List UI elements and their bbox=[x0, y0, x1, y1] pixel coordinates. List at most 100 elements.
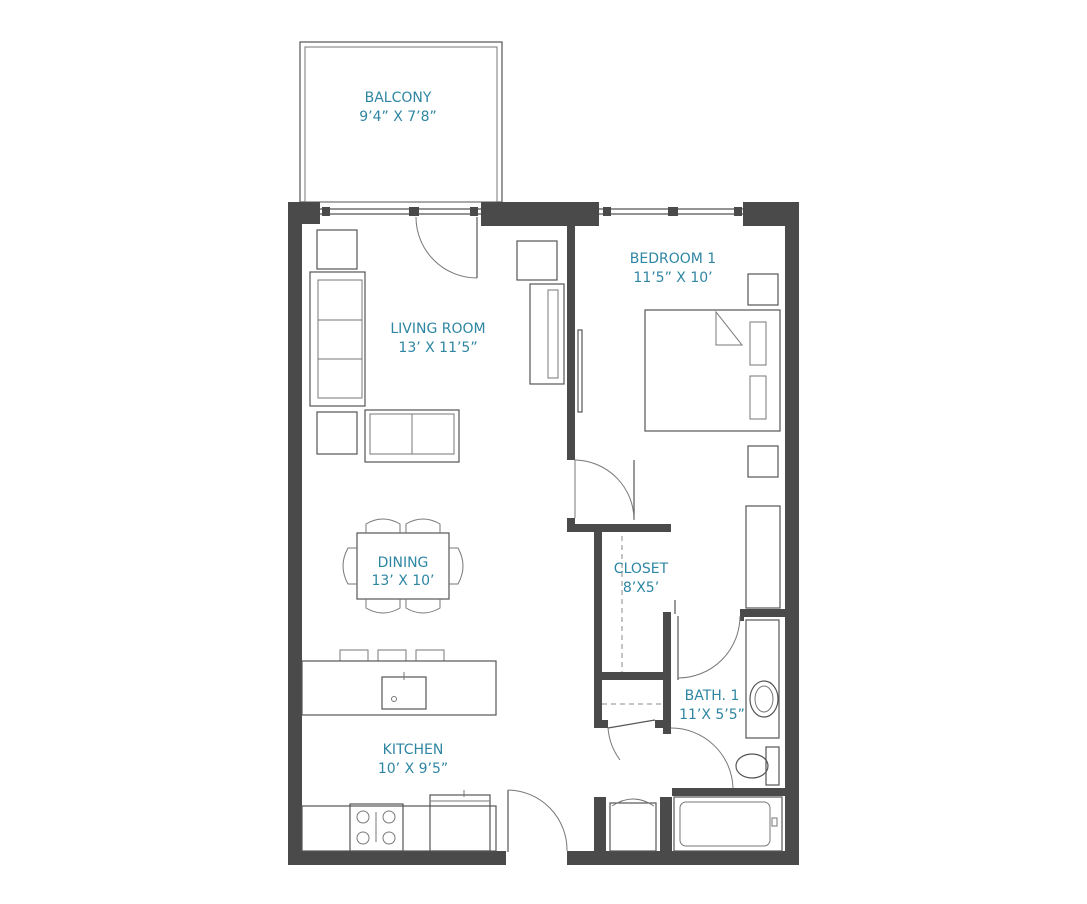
bed-sheet-fold bbox=[715, 310, 744, 346]
bedroom-door-swing bbox=[574, 459, 635, 521]
bath-name: BATH. 1 bbox=[685, 688, 740, 704]
window-mullion bbox=[470, 207, 478, 216]
nightstand bbox=[747, 273, 779, 306]
wall-linen-stub bbox=[594, 720, 608, 728]
window-mullion bbox=[409, 207, 419, 216]
linen-door-leaf bbox=[607, 719, 656, 729]
kitchen-island bbox=[301, 660, 497, 716]
sink-drain bbox=[391, 696, 397, 702]
loveseat bbox=[364, 409, 460, 463]
wall-linen-stub bbox=[655, 720, 671, 728]
wall-right bbox=[785, 202, 799, 865]
dining-furniture bbox=[342, 518, 464, 614]
chair bbox=[365, 518, 401, 533]
pillow bbox=[749, 321, 767, 366]
window-mullion bbox=[668, 207, 678, 216]
burner bbox=[382, 810, 396, 824]
exterior-walls bbox=[288, 202, 799, 865]
dining-name: DINING bbox=[378, 555, 429, 571]
closet-size: 8’X5’ bbox=[623, 580, 659, 596]
wall-left bbox=[288, 202, 302, 865]
bath-size: 11’X 5’5” bbox=[679, 707, 745, 723]
window-mullion bbox=[734, 207, 742, 216]
doors bbox=[415, 216, 741, 852]
wall-closet-top-right bbox=[663, 524, 671, 530]
bar-stool bbox=[339, 649, 369, 662]
balcony bbox=[299, 41, 503, 203]
side-table bbox=[316, 229, 358, 270]
interior-walls bbox=[567, 226, 785, 857]
living-room-furniture bbox=[309, 229, 565, 463]
wall-top-middle bbox=[481, 202, 599, 226]
bedroom-size: 11’5” X 10’ bbox=[633, 270, 712, 286]
toilet-tank bbox=[765, 746, 780, 786]
bath-door-swing bbox=[677, 615, 741, 679]
wall-wh-right bbox=[660, 797, 672, 857]
bathtub bbox=[673, 796, 783, 852]
window-mullion bbox=[322, 207, 330, 216]
wall-bottom-right bbox=[567, 851, 799, 865]
bar-stool bbox=[415, 649, 445, 662]
wall-wh-left bbox=[594, 797, 606, 857]
sofa-seat bbox=[317, 279, 363, 399]
wall-bottom-left bbox=[288, 851, 506, 865]
dresser bbox=[745, 505, 781, 609]
kitchen-fixtures bbox=[301, 649, 497, 852]
bar-stool bbox=[377, 649, 407, 662]
windows bbox=[320, 207, 743, 216]
closet-name: CLOSET bbox=[614, 561, 669, 577]
chair bbox=[449, 547, 464, 585]
toilet-bowl bbox=[735, 753, 769, 779]
wall-closet-top bbox=[567, 524, 671, 532]
balcony-railing-inner bbox=[304, 46, 498, 203]
kitchen-counter bbox=[301, 805, 497, 852]
dining-size: 13’ X 10’ bbox=[371, 573, 434, 589]
side-table bbox=[316, 411, 358, 455]
wall-living-bedroom bbox=[567, 226, 575, 460]
sink bbox=[381, 676, 427, 710]
bath-entry-swing bbox=[670, 727, 734, 789]
water-heater bbox=[609, 802, 657, 852]
bath-fixtures bbox=[609, 619, 783, 852]
burner bbox=[382, 831, 396, 845]
dining-table bbox=[356, 532, 450, 600]
pillow bbox=[749, 375, 767, 420]
wall-closet-left bbox=[594, 532, 602, 728]
stove bbox=[349, 803, 404, 852]
wall-tub-top bbox=[672, 788, 785, 796]
kitchen-size: 10’ X 9’5” bbox=[378, 761, 448, 777]
chair bbox=[365, 599, 401, 614]
bedroom-wall-panel bbox=[577, 329, 583, 413]
wall-bath-stub bbox=[740, 609, 744, 621]
kitchen-name: KITCHEN bbox=[383, 742, 444, 758]
balcony-name: BALCONY bbox=[365, 90, 432, 106]
living-room-size: 13’ X 11’5” bbox=[398, 340, 477, 356]
side-table bbox=[516, 240, 558, 281]
room-labels: BALCONY 9’4” X 7’8” LIVING ROOM 13’ X 11… bbox=[359, 90, 745, 777]
balcony-door-swing bbox=[415, 216, 478, 279]
wall-bath-top bbox=[740, 609, 785, 617]
bedroom-furniture bbox=[644, 273, 781, 609]
living-room-name: LIVING ROOM bbox=[390, 321, 485, 337]
chair bbox=[342, 547, 357, 585]
bathtub-basin bbox=[679, 801, 771, 847]
vanity-sink bbox=[749, 680, 779, 718]
water-heater-lid bbox=[611, 798, 655, 807]
burner bbox=[356, 810, 370, 824]
entry-door-swing bbox=[507, 789, 568, 852]
bedroom-name: BEDROOM 1 bbox=[630, 251, 716, 267]
nightstand bbox=[747, 445, 779, 478]
chair bbox=[405, 599, 441, 614]
refrigerator bbox=[429, 794, 491, 852]
burner bbox=[356, 831, 370, 845]
balcony-size: 9’4” X 7’8” bbox=[359, 109, 437, 125]
window-mullion bbox=[603, 207, 611, 216]
wall-closet-bottom bbox=[594, 672, 671, 680]
sofa bbox=[309, 271, 366, 407]
tv bbox=[547, 289, 559, 379]
vanity bbox=[745, 619, 780, 739]
bed bbox=[644, 309, 781, 432]
chair bbox=[405, 518, 441, 533]
bathtub-faucet bbox=[771, 817, 778, 827]
